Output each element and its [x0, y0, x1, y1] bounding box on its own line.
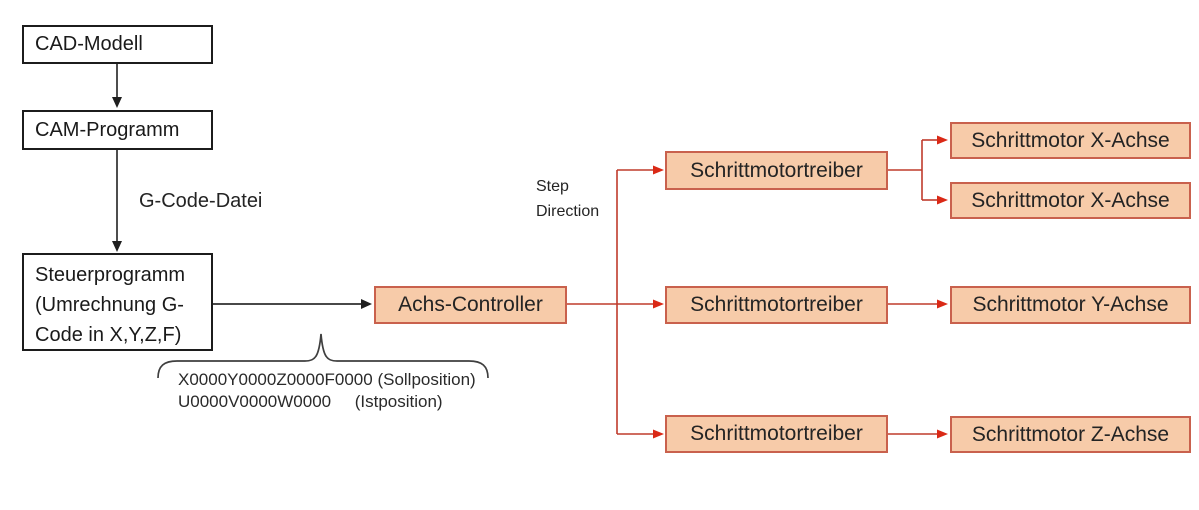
- arrow-treiber-y-to-motor-y: [888, 299, 948, 309]
- step-direction-label: Step Direction: [536, 178, 600, 220]
- node-schrittmotor-z-achse-label: Schrittmotor Z-Achse: [971, 422, 1170, 446]
- node-schrittmotor-x-achse-1-label: Schrittmotor X-Achse: [971, 128, 1170, 152]
- split-treiber-x-to-motors: [888, 135, 948, 205]
- node-schrittmotor-x-achse-2-label: Schrittmotor X-Achse: [971, 188, 1170, 212]
- node-schrittmotor-y-achse: Schrittmotor Y-Achse: [950, 286, 1191, 324]
- node-steuerprogramm-label: Steuerprogramm (Umrechnung G- Code in X,…: [35, 264, 186, 346]
- arrow-bus-to-treiber-x: [617, 165, 664, 175]
- arrow-split-to-motor-x1-head: [937, 135, 948, 145]
- istposition-line: U0000V0000W0000 (Istposition): [178, 392, 443, 411]
- node-schrittmotortreiber-y-label: Schrittmotortreiber: [690, 293, 863, 316]
- node-achs-controller: Achs-Controller: [374, 286, 567, 324]
- node-schrittmotor-x-achse-1: Schrittmotor X-Achse: [950, 122, 1191, 159]
- node-cam-programm: CAM-Programm: [22, 110, 213, 150]
- node-schrittmotortreiber-z: Schrittmotortreiber: [665, 415, 888, 453]
- arrow-achscontroller-to-treiber-y: [567, 299, 664, 309]
- node-schrittmotortreiber-y: Schrittmotortreiber: [665, 286, 888, 324]
- arrow-cam-to-steuerprogramm-head: [112, 241, 122, 252]
- arrow-treiber-z-to-motor-z: [888, 429, 948, 439]
- sollposition-line: X0000Y0000Z0000F0000 (Sollposition): [178, 370, 476, 389]
- brace-annotation: [157, 333, 489, 379]
- node-cam-programm-label: CAM-Programm: [35, 118, 180, 141]
- arrow-achscontroller-to-treiber-y-head: [653, 299, 664, 309]
- node-cad-modell-label: CAD-Modell: [35, 33, 143, 55]
- arrow-cad-to-cam-head: [112, 97, 122, 108]
- arrow-cam-to-steuerprogramm: [112, 150, 122, 252]
- arrow-bus-to-treiber-z: [617, 429, 664, 439]
- arrow-steuerprogramm-to-achscontroller: [213, 299, 372, 309]
- arrow-bus-to-treiber-z-head: [653, 429, 664, 439]
- gcode-file-label: G-Code-Datei: [139, 190, 263, 212]
- node-schrittmotor-y-achse-label: Schrittmotor Y-Achse: [972, 293, 1169, 316]
- arrow-cad-to-cam: [112, 64, 122, 108]
- position-code-annotation: X0000Y0000Z0000F0000 (Sollposition) U000…: [178, 369, 476, 413]
- node-achs-controller-label: Achs-Controller: [398, 293, 543, 316]
- node-schrittmotortreiber-x-label: Schrittmotortreiber: [690, 158, 863, 182]
- node-steuerprogramm: Steuerprogramm (Umrechnung G- Code in X,…: [22, 253, 213, 351]
- node-schrittmotortreiber-z-label: Schrittmotortreiber: [690, 422, 863, 445]
- node-schrittmotor-z-achse: Schrittmotor Z-Achse: [950, 416, 1191, 453]
- arrow-bus-to-treiber-x-head: [653, 165, 664, 175]
- arrow-steuerprogramm-to-achscontroller-head: [361, 299, 372, 309]
- arrow-treiber-y-to-motor-y-head: [937, 299, 948, 309]
- arrow-split-to-motor-x2-head: [937, 195, 948, 205]
- node-schrittmotor-x-achse-2: Schrittmotor X-Achse: [950, 182, 1191, 219]
- arrow-treiber-z-to-motor-z-head: [937, 429, 948, 439]
- node-cad-modell: CAD-Modell: [22, 25, 213, 64]
- node-schrittmotortreiber-x: Schrittmotortreiber: [665, 151, 888, 190]
